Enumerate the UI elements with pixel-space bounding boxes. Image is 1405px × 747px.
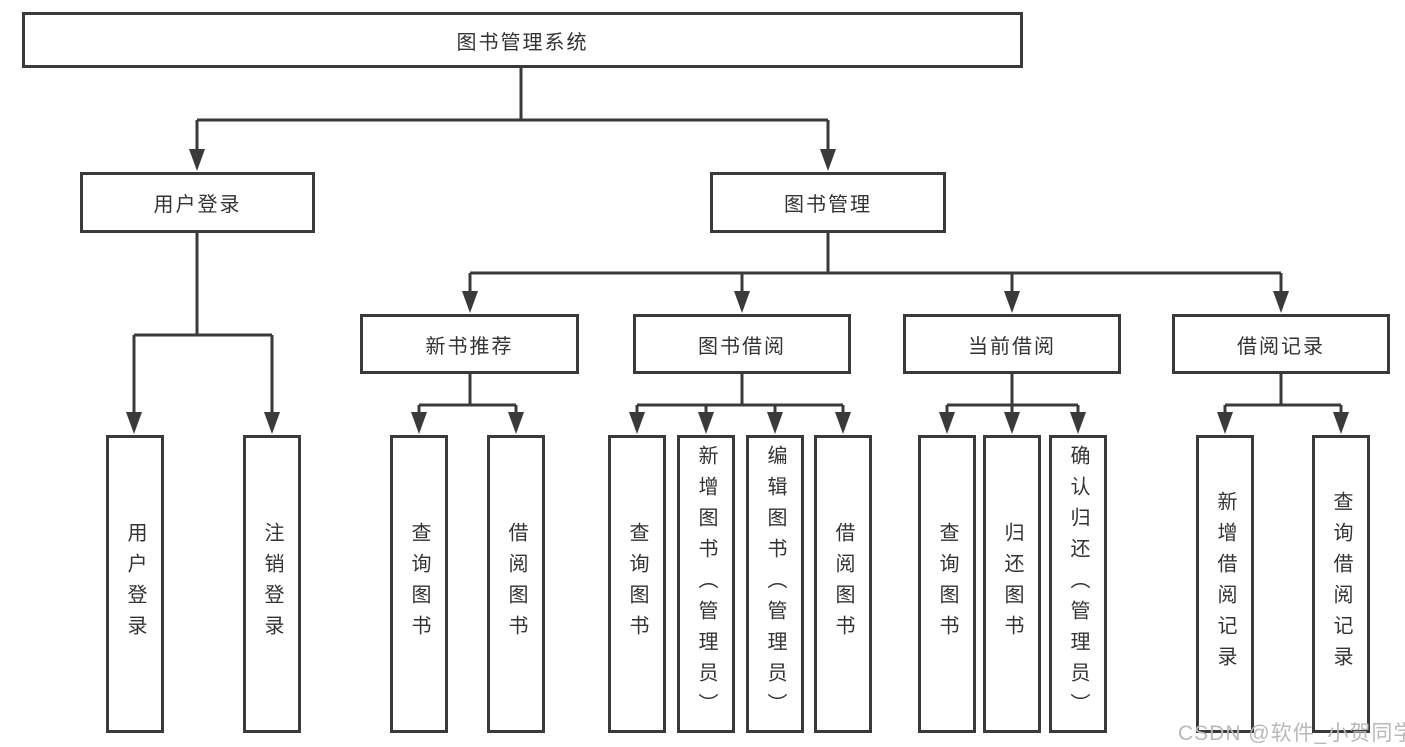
leaf-query-books-borrow: 查询图书 — [608, 435, 666, 733]
node-book-management: 图书管理 — [710, 172, 946, 233]
leaf-user-login: 用户登录 — [106, 435, 164, 733]
arrow-head — [1333, 412, 1349, 434]
node-label: 编辑图书（管理员） — [764, 444, 786, 724]
leaf-add-book-admin: 新增图书（管理员） — [677, 435, 735, 733]
leaf-confirm-return-admin: 确认归还（管理员） — [1049, 435, 1107, 733]
node-user-login: 用户登录 — [80, 172, 315, 233]
arrow-head — [508, 412, 524, 434]
node-label: 当前借阅 — [968, 335, 1056, 358]
node-new-book-recommend: 新书推荐 — [360, 314, 579, 374]
node-current-borrow: 当前借阅 — [903, 314, 1121, 374]
leaf-query-borrow-record: 查询借阅记录 — [1312, 435, 1370, 733]
node-label: 新增借阅记录 — [1214, 491, 1236, 677]
node-label: 查询图书 — [936, 522, 958, 646]
node-label: 查询图书 — [626, 522, 648, 646]
arrow-head — [1273, 291, 1289, 313]
arrow-head — [939, 412, 955, 434]
arrow-head — [629, 412, 645, 434]
node-label: 确认归还（管理员） — [1067, 444, 1089, 724]
arrow-head — [264, 412, 280, 434]
node-label: 借阅记录 — [1237, 335, 1325, 358]
arrow-head — [698, 412, 714, 434]
node-label: 新增图书（管理员） — [695, 444, 717, 724]
node-label: 用户登录 — [153, 194, 242, 216]
node-label: 归还图书 — [1001, 522, 1023, 646]
node-borrow-records: 借阅记录 — [1172, 314, 1390, 374]
node-label: 注销登录 — [261, 522, 283, 646]
arrow-head — [1070, 412, 1086, 434]
leaf-borrow-books: 借阅图书 — [814, 435, 872, 733]
node-book-borrow: 图书借阅 — [633, 314, 851, 374]
node-label: 图书管理 — [784, 194, 872, 216]
arrow-head — [1004, 291, 1020, 313]
arrow-head — [1217, 412, 1233, 434]
leaf-return-books: 归还图书 — [983, 435, 1041, 733]
leaf-query-books-current: 查询图书 — [918, 435, 976, 733]
arrow-head — [189, 149, 205, 171]
node-label: 图书管理系统 — [456, 31, 589, 54]
arrow-head — [411, 412, 427, 434]
arrow-head — [126, 412, 142, 434]
arrow-head — [835, 412, 851, 434]
node-label: 借阅图书 — [832, 522, 854, 646]
leaf-edit-book-admin: 编辑图书（管理员） — [746, 435, 804, 733]
node-root-library-system: 图书管理系统 — [22, 12, 1023, 68]
leaf-query-books-recommend: 查询图书 — [390, 435, 448, 733]
arrow-head — [820, 149, 836, 171]
arrow-head — [767, 412, 783, 434]
node-label: 借阅图书 — [505, 522, 527, 646]
node-label: 图书借阅 — [698, 335, 786, 358]
node-label: 新书推荐 — [425, 335, 514, 358]
arrow-head — [734, 291, 750, 313]
arrow-head — [462, 291, 478, 313]
leaf-borrow-books-recommend: 借阅图书 — [487, 435, 545, 733]
leaf-logout: 注销登录 — [243, 435, 301, 733]
leaf-add-borrow-record: 新增借阅记录 — [1196, 435, 1254, 733]
arrow-head — [1004, 412, 1020, 434]
node-label: 查询借阅记录 — [1330, 491, 1352, 677]
node-label: 用户登录 — [124, 522, 146, 646]
csdn-watermark: CSDN @软件_小贺同学 — [1178, 722, 1405, 745]
node-label: 查询图书 — [408, 522, 430, 646]
